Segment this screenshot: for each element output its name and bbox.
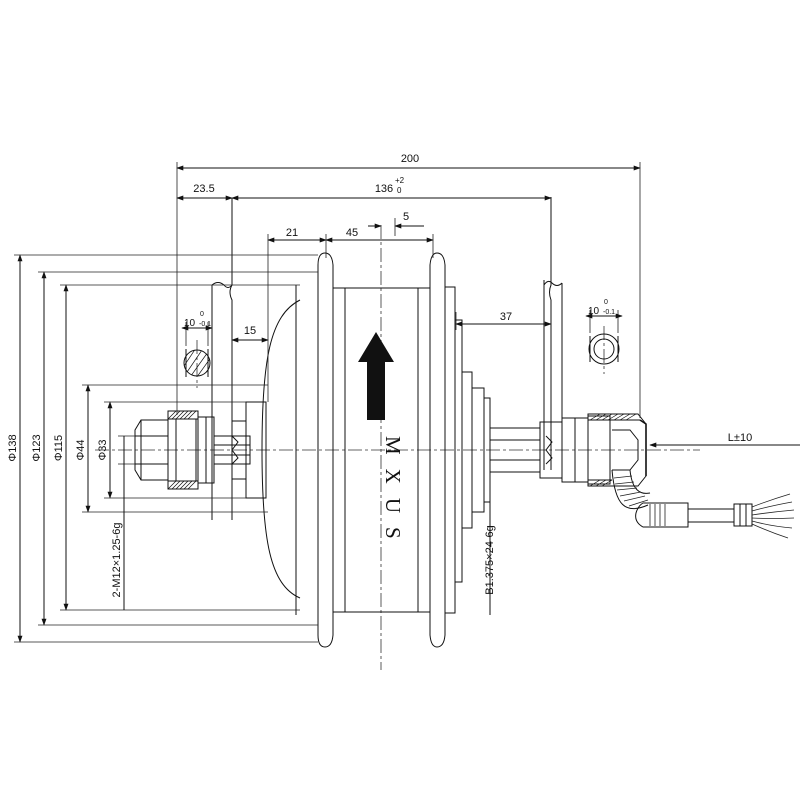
cable-wires: [751, 493, 795, 539]
rotation-direction-arrow: [358, 332, 394, 420]
dim-left-flat-gap: 15: [244, 325, 256, 337]
dim-rim-width: 45: [346, 227, 358, 239]
left-cover-dome: [261, 299, 301, 599]
dim-dropout-spacing: 136: [375, 183, 393, 195]
dim-flat-right: 10: [588, 306, 600, 317]
dropout-guides: [211, 197, 563, 520]
dim-dia-44: Φ44: [75, 439, 87, 460]
cable-jacket: [687, 508, 735, 523]
left-axle-assembly: [134, 410, 251, 490]
brand-label: MXUS: [381, 436, 405, 553]
dim-flat-left: 10: [184, 318, 196, 329]
right-axle-flat-section: [585, 310, 623, 365]
dim-axle-offset: 23.5: [193, 183, 214, 195]
dim-dia-33: Φ33: [97, 439, 109, 460]
dim-dropout-tol-lower: 0: [397, 186, 402, 195]
cable-end-sleeve: [733, 503, 753, 527]
dim-dia-138: Φ138: [7, 434, 19, 461]
cable-sleeve: [635, 502, 689, 528]
diameter-dimensions: [14, 254, 491, 643]
left-flange: [317, 252, 334, 648]
dim-left-hub-step: 21: [286, 227, 298, 239]
thread-callout-left: 2-M12×1.25-6g: [111, 523, 123, 598]
dim-flat-left-tol-upper: 0: [200, 311, 204, 318]
dim-center-offset: 5: [403, 211, 409, 223]
dim-dropout-tol-upper: +2: [395, 176, 405, 185]
horizontal-dimensions: [176, 162, 641, 418]
motor-body: [245, 252, 491, 648]
dim-flat-right-tol-upper: 0: [604, 299, 608, 306]
dim-flat-right-tol-lower: -0.1: [603, 309, 615, 316]
cable-length-label: L±10: [728, 432, 752, 444]
motor-cable: [611, 442, 800, 539]
dim-flat-left-tol-lower: -0.1: [199, 321, 211, 328]
dim-dia-123: Φ123: [31, 434, 43, 461]
direction-arrow-icon: [358, 332, 394, 420]
dim-dia-115: Φ115: [53, 435, 65, 461]
dim-right-step: 37: [500, 311, 512, 323]
right-axle-assembly: [489, 413, 647, 487]
thread-callout-freewheel: B1.375×24-6g: [484, 525, 496, 594]
dim-overall-width: 200: [401, 153, 419, 165]
